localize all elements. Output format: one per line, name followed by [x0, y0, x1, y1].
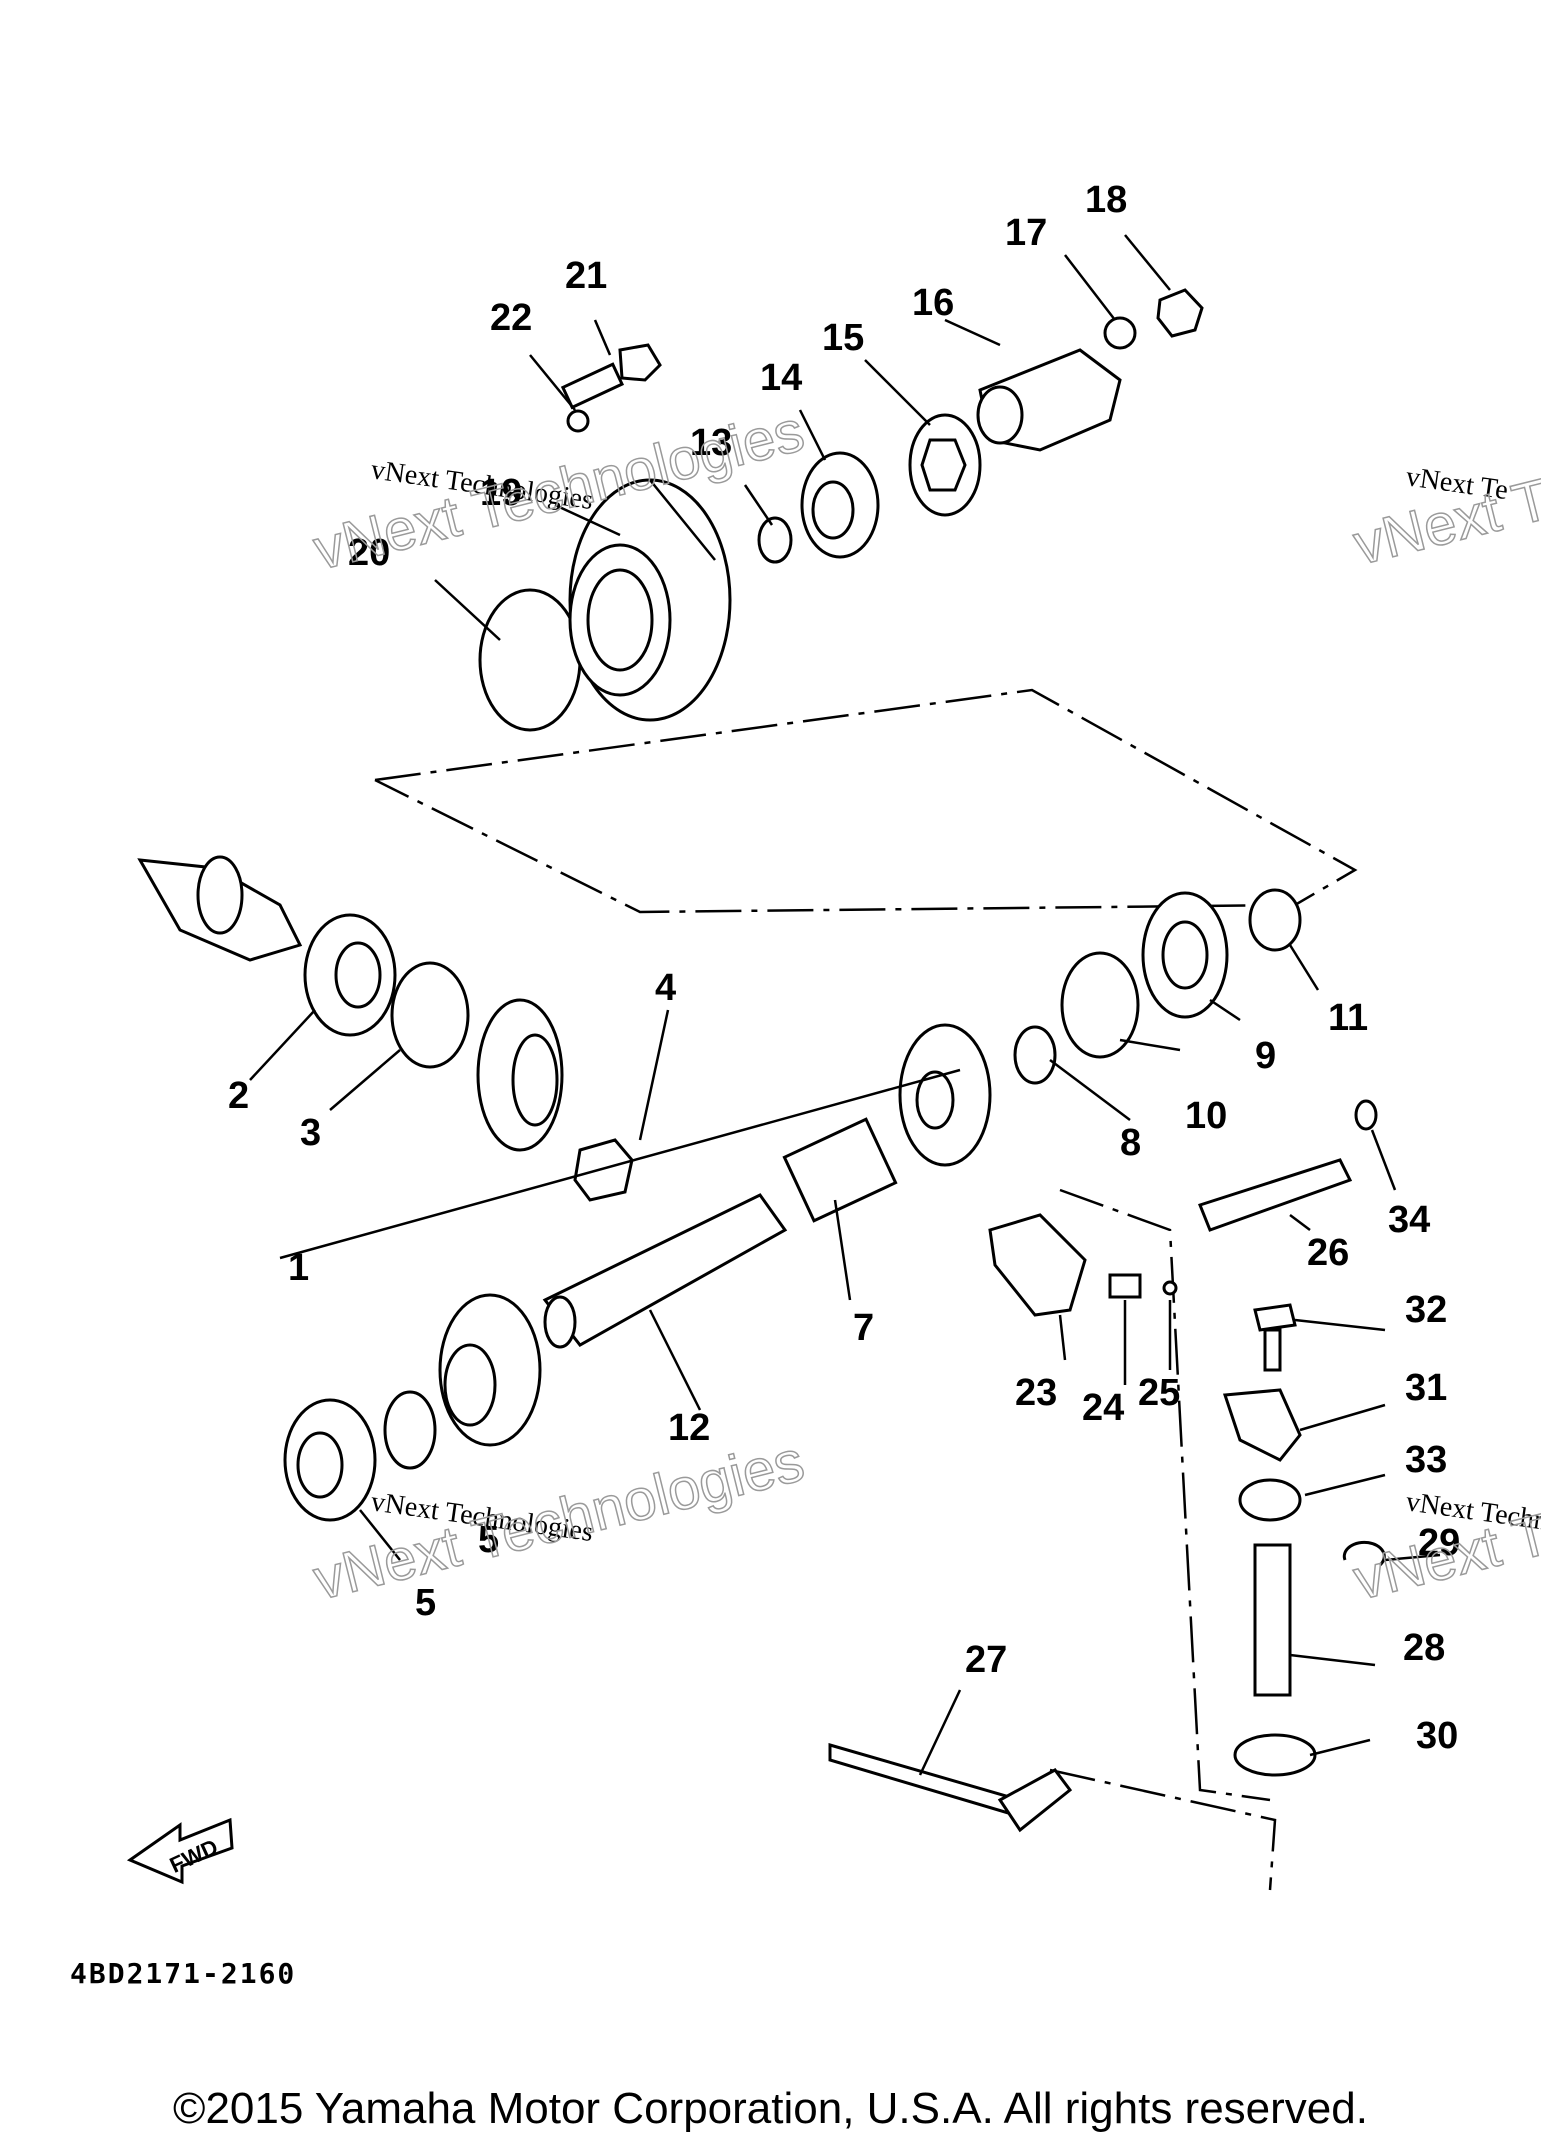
callout-7: 7	[853, 1307, 874, 1349]
callout-3: 3	[300, 1112, 321, 1154]
part-20-o-ring	[478, 588, 582, 732]
part-22-washer	[566, 409, 590, 433]
watermark-top-left: vNext Technologies vNext Technologies	[307, 397, 811, 583]
part-28-shift-rod-lower	[1253, 1543, 1292, 1697]
part-1-bevel-gear	[476, 998, 564, 1152]
callout-17: 17	[1005, 212, 1047, 254]
callout-27: 27	[965, 1639, 1007, 1681]
callout-14: 14	[760, 357, 802, 399]
part-23-shift-fork	[988, 1213, 1087, 1317]
part-24-spring	[1108, 1273, 1142, 1299]
callout-6: 5	[478, 1519, 499, 1561]
callout-28: 28	[1403, 1627, 1445, 1669]
callout-1: 1	[288, 1247, 309, 1289]
callout-30: 30	[1416, 1715, 1458, 1757]
part-10-bearing	[1060, 951, 1140, 1059]
part-8-shim	[1013, 1025, 1057, 1085]
part-13-washer	[757, 516, 793, 564]
leader-lines	[249, 234, 1441, 1776]
part-16-yoke	[976, 348, 1122, 452]
part-27-shift-rod	[828, 1743, 1073, 1833]
diagram-part-code: 4BD2171-2160	[70, 1957, 296, 1990]
assembly-outline-link	[1049, 1768, 1277, 1891]
part-32-bolt	[1253, 1303, 1297, 1372]
callout-33: 33	[1405, 1439, 1447, 1481]
callout-labels: 1 2 3 4 5 5 7 8 9 10 11 12 13 14 15 16 1…	[228, 179, 1460, 1757]
part-reverse-gear	[438, 1293, 542, 1447]
part-2-bearing	[303, 913, 397, 1037]
part-25-ball	[1162, 1280, 1178, 1296]
callout-16: 16	[912, 282, 954, 324]
part-9-bearing	[1141, 891, 1229, 1019]
part-34-o-ring	[1354, 1099, 1378, 1131]
part-forward-gear	[898, 1023, 992, 1167]
callout-5-lower: 5	[415, 1582, 436, 1624]
callout-12: 12	[668, 1407, 710, 1449]
part-30-plate	[1233, 1733, 1317, 1777]
callout-22: 22	[490, 297, 532, 339]
assembly-outline-lower	[1059, 1188, 1271, 1802]
part-29-circlip	[1342, 1540, 1386, 1567]
svg-text:vNext Techn: vNext Techn	[1347, 438, 1541, 578]
callout-34: 34	[1388, 1199, 1430, 1241]
svg-text:vNext Technologies: vNext Technologies	[307, 1428, 810, 1612]
watermark-bottom-left: vNext Technologies vNext Technologies	[307, 1427, 811, 1613]
callout-18: 18	[1085, 179, 1127, 221]
callout-9: 9	[1255, 1035, 1276, 1077]
part-4-nut	[573, 1138, 634, 1202]
callout-11: 11	[1328, 997, 1368, 1039]
callout-15: 15	[822, 317, 864, 359]
callout-29: 29	[1418, 1522, 1460, 1564]
callout-25: 25	[1138, 1372, 1180, 1414]
part-shaft-input	[137, 855, 303, 962]
part-11-retainer	[1248, 888, 1302, 952]
svg-text:vNext Technologies: vNext Technologies	[307, 398, 810, 582]
part-21-bolt	[560, 343, 662, 410]
part-3-o-ring	[390, 961, 470, 1069]
callout-26: 26	[1307, 1232, 1349, 1274]
callout-23: 23	[1015, 1372, 1057, 1414]
callout-19: 19	[480, 472, 522, 514]
part-15-oil-seal	[908, 413, 982, 517]
callout-8: 8	[1120, 1122, 1141, 1164]
callout-32: 32	[1405, 1289, 1447, 1331]
part-26-shift-rod	[1198, 1158, 1353, 1232]
assembly-outline-upper	[374, 688, 1358, 914]
callout-24: 24	[1082, 1387, 1124, 1429]
callout-20: 20	[348, 532, 390, 574]
callout-10: 10	[1185, 1095, 1227, 1137]
part-7-clutch-dog	[782, 1117, 898, 1223]
part-17-washer	[1103, 316, 1137, 350]
callout-21: 21	[565, 255, 607, 297]
callout-31: 31	[1405, 1367, 1447, 1409]
part-5-bearing	[283, 1398, 377, 1522]
fwd-arrow-icon: FWD	[126, 1817, 234, 1885]
part-6-shim	[383, 1390, 437, 1470]
callout-4: 4	[655, 967, 676, 1009]
part-14-bearing	[800, 451, 880, 559]
part-31-plate	[1222, 1388, 1302, 1462]
part-33-seal	[1238, 1478, 1302, 1522]
part-19-housing	[568, 478, 732, 722]
part-18-nut	[1156, 288, 1204, 338]
copyright-notice: ©2015 Yamaha Motor Corporation, U.S.A. A…	[173, 2084, 1368, 2133]
watermark-top-right: vNext Te vNext Techn	[1347, 437, 1541, 579]
callout-13: 13	[690, 422, 732, 464]
callout-2: 2	[228, 1075, 249, 1117]
part-12-propeller-shaft	[542, 1193, 788, 1349]
